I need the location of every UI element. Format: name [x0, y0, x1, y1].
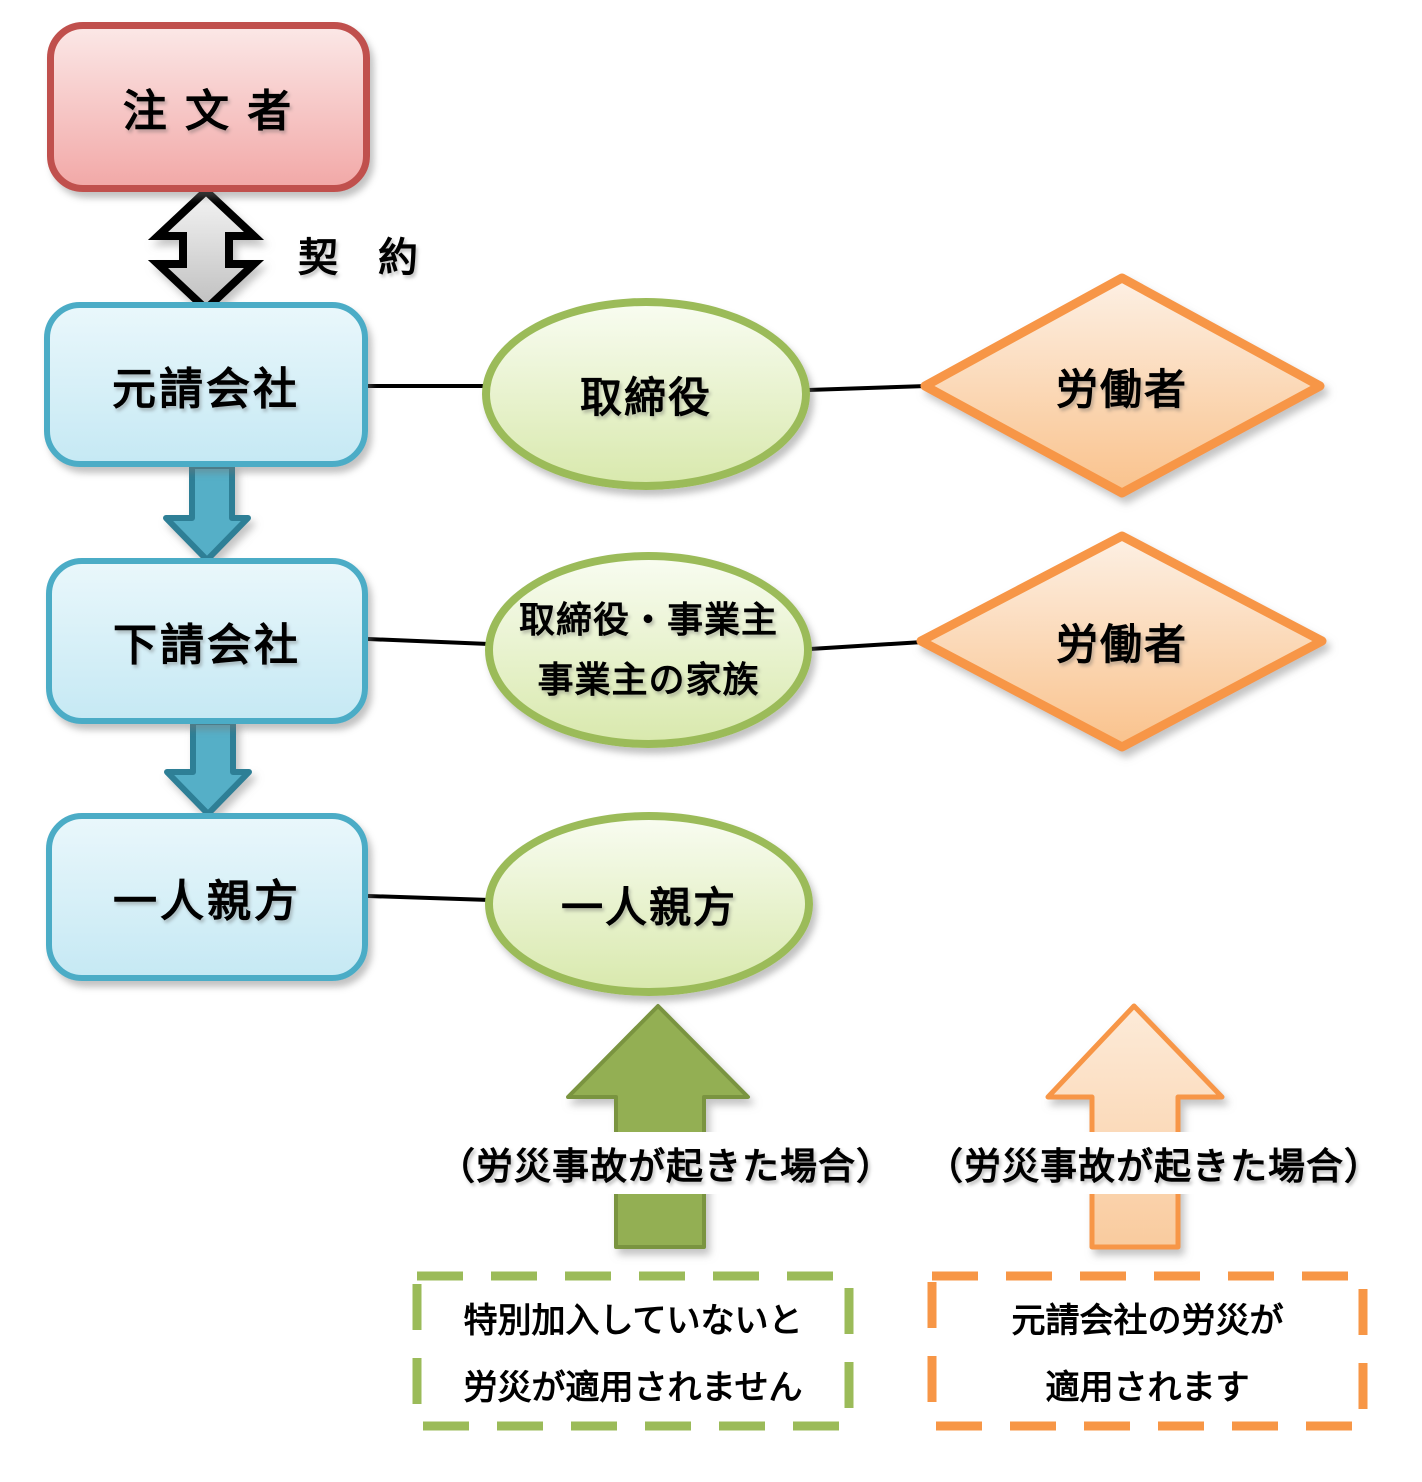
flow-arrow-sub-to-solo — [164, 719, 252, 817]
note-right-line2: 適用されます — [1045, 1369, 1250, 1407]
note-left-line2: 労災が適用されません — [463, 1369, 803, 1407]
accident-caption-left: （労災事故が起きた場合） — [430, 1132, 893, 1194]
accident-caption-right: （労災事故が起きた場合） — [918, 1132, 1381, 1194]
worker-diamond-1 — [920, 273, 1325, 498]
prime-contractor-box: 元請会社 — [44, 302, 368, 467]
connector-directors-to-worker1 — [807, 384, 928, 392]
connector-solo-to-solo-ellipse — [367, 894, 491, 902]
owners-label-line1: 取締役・事業主 — [518, 599, 778, 640]
solo-proprietor-label: 一人親方 — [113, 877, 301, 926]
prime-contractor-label: 元請会社 — [112, 364, 300, 414]
flow-arrow-prime-to-sub — [163, 463, 251, 563]
note-right-line1: 元請会社の労災が — [1011, 1302, 1284, 1340]
orderer-label: 注 文 者 — [122, 87, 295, 136]
owners-label-line2: 事業主の家族 — [537, 659, 760, 700]
worker-label-2: 労働者 — [1055, 620, 1188, 668]
directors-label: 取締役 — [579, 373, 712, 421]
contract-label: 契 約 — [298, 236, 418, 280]
solo-proprietor-box: 一人親方 — [46, 813, 368, 981]
accident-arrow-right — [1045, 1003, 1225, 1250]
accident-arrow-left — [566, 1004, 750, 1249]
note-box-left: 特別加入していないと 労災が適用されません — [417, 1276, 849, 1426]
solo-ellipse-label: 一人親方 — [560, 883, 737, 931]
solo-ellipse: 一人親方 — [485, 812, 813, 996]
contract-double-arrow — [147, 185, 265, 315]
subcontractor-label: 下請会社 — [113, 621, 301, 670]
connector-owners-to-worker2 — [809, 640, 924, 651]
connector-sub-to-owners — [367, 637, 490, 646]
owners-ellipse: 取締役・事業主 事業主の家族 — [485, 552, 812, 748]
worker-diamond-2 — [916, 531, 1327, 752]
orderer-box: 注 文 者 — [47, 22, 370, 192]
worker-label-1: 労働者 — [1055, 365, 1188, 413]
note-box-right: 元請会社の労災が 適用されます — [932, 1276, 1363, 1426]
subcontractor-box: 下請会社 — [46, 558, 368, 724]
directors-ellipse: 取締役 — [482, 298, 810, 490]
note-left-line1: 特別加入していないと — [463, 1302, 803, 1340]
